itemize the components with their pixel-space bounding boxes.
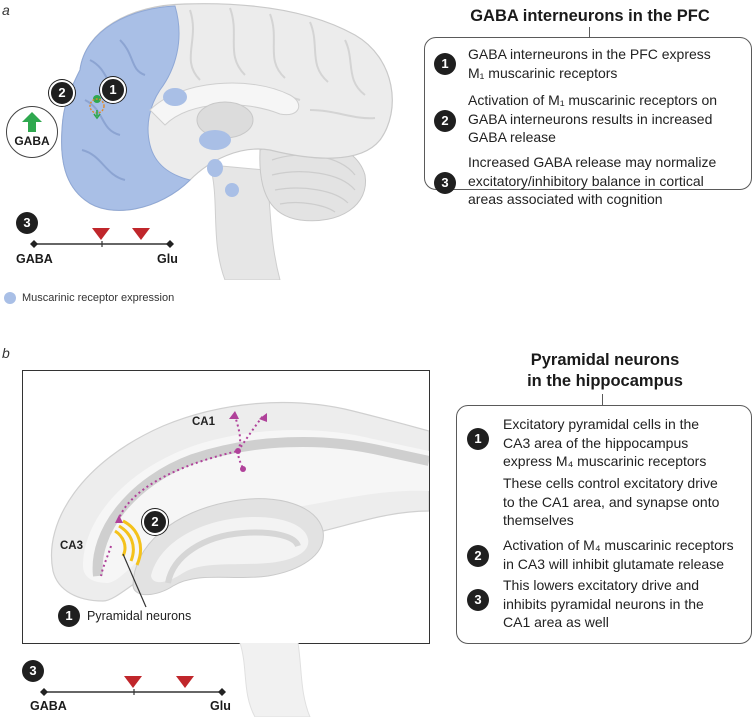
panel-a-item-2-text: Activation of M₁ muscarinic receptors on… [468, 92, 718, 145]
pyramidal-label: Pyramidal neurons [87, 609, 192, 623]
panel-a-title-connector [589, 27, 591, 37]
hippocampus-frame [22, 370, 430, 644]
scale-a-number: 3 [16, 212, 38, 234]
scale-a-bar [30, 228, 174, 248]
ca3-label: CA3 [60, 540, 84, 552]
legend-swatch [4, 292, 16, 304]
pyramidal-number: 1 [58, 605, 80, 627]
marker-a-1: 1 [100, 77, 126, 103]
brain-illustration [61, 3, 393, 280]
up-arrow-icon [22, 112, 42, 132]
scale-b-left-label: GABA [30, 699, 67, 713]
ca1-label: CA1 [192, 416, 216, 428]
panel-b-title: Pyramidal neurons in the hippocampus [527, 351, 683, 390]
scale-b-number: 3 [22, 660, 44, 682]
marker-b-2: 2 [142, 509, 168, 535]
panel-a-title: GABA interneurons in the PFC [470, 7, 710, 25]
panel-b-item-3-number: 3 [467, 589, 489, 611]
panel-b-letter: b [2, 345, 10, 361]
scale-a-right-label: Glu [157, 252, 178, 266]
panel-a-item-1-number: 1 [434, 53, 456, 75]
neck-outline [239, 643, 311, 717]
panel-b-title-connector [602, 394, 604, 406]
gaba-release-circle: GABA [6, 106, 58, 158]
panel-b-item-2-number: 2 [467, 545, 489, 567]
legend-label: Muscarinic receptor expression [22, 292, 175, 304]
panel-a-item-2-number: 2 [434, 110, 456, 132]
panel-b-item-1-number: 1 [467, 428, 489, 450]
scale-b-right-label: Glu [210, 699, 231, 713]
hippocampus-illustration [51, 402, 429, 608]
gaba-circle-label: GABA [14, 134, 50, 148]
panel-a-letter: a [2, 2, 10, 18]
panel-a-item-3-number: 3 [434, 172, 456, 194]
scale-b-bar [40, 676, 226, 696]
marker-a-2: 2 [49, 80, 75, 106]
scale-a-left-label: GABA [16, 252, 53, 266]
